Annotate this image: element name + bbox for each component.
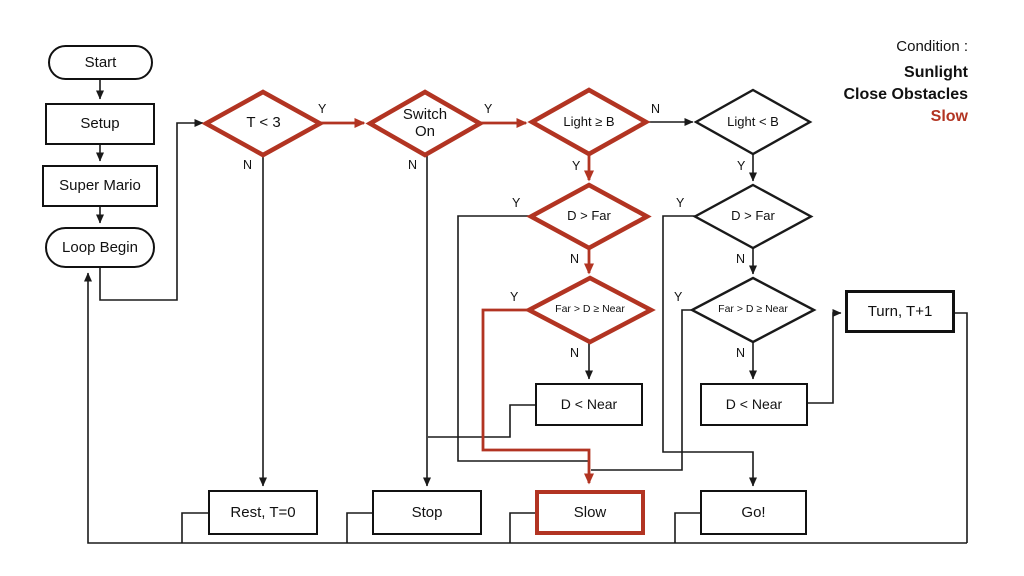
node-slow: Slow: [535, 490, 645, 535]
legend-item-slow: Slow: [930, 108, 968, 125]
node-stop: Stop: [372, 490, 482, 535]
label-switch-on: Switch On: [402, 106, 448, 140]
legend: Condition : Sunlight Close Obstacles Slo…: [844, 38, 969, 128]
node-super-mario: Super Mario: [42, 165, 158, 207]
legend-item-close-obstacles: Close Obstacles: [843, 86, 969, 103]
node-loop-begin: Loop Begin: [45, 227, 155, 268]
label-fardnearR-yes: Y: [674, 290, 683, 304]
edge-dfarR-yes-go: [662, 215, 757, 487]
legend-title: Condition :: [896, 38, 968, 55]
label-light-lt-b: Light < B: [727, 113, 779, 129]
label-t-less-3: T < 3: [246, 114, 281, 132]
label-fardnearL-no: N: [570, 346, 580, 360]
decision-far-d-near-right: [689, 276, 817, 344]
label-dfarR-yes: Y: [676, 196, 685, 210]
label-far-d-near-right: Far > D ≥ Near: [718, 303, 788, 316]
decision-d-gt-far-left: [526, 182, 652, 251]
label-far-d-near-left: Far > D ≥ Near: [555, 303, 625, 316]
label-lightgeb-yes: Y: [572, 159, 581, 173]
edge-turn-rail: [953, 312, 968, 543]
decision-light-lt-b: [693, 88, 813, 156]
label-dfarL-yes: Y: [512, 196, 521, 210]
decision-far-d-near-left: [524, 275, 656, 345]
decision-t-less-3: [201, 89, 325, 158]
edge-dnearM-stopline: [428, 404, 535, 438]
label-fardnearL-yes: Y: [510, 290, 519, 304]
label-d-gt-far-left: D > Far: [567, 208, 611, 224]
edge-dfarL-yes-slowjunction: [457, 215, 588, 462]
edge-dnearR-turn: [808, 309, 842, 404]
decision-switch-on: [365, 89, 485, 158]
edge-rest-rail: [181, 512, 208, 543]
label-dfarL-no: N: [570, 252, 580, 266]
label-switchon-yes: Y: [484, 102, 493, 116]
node-setup: Setup: [45, 103, 155, 145]
edge-slow-rail: [509, 512, 535, 543]
label-switchon-no: N: [408, 158, 418, 172]
edge-go-rail: [674, 512, 700, 543]
edge-fardnearL-yes-slow: [481, 308, 594, 485]
node-go: Go!: [700, 490, 807, 535]
node-d-lt-near-right: D < Near: [700, 383, 808, 426]
label-dfarR-no: N: [736, 252, 746, 266]
legend-item-sunlight: Sunlight: [904, 64, 968, 81]
label-d-gt-far-right: D > Far: [731, 208, 775, 224]
edge-loopbegin-t3: [99, 119, 204, 301]
label-light-ge-b: Light ≥ B: [563, 113, 615, 129]
decision-d-gt-far-right: [692, 183, 814, 250]
label-t3-no: N: [243, 158, 253, 172]
edge-stop-rail: [346, 512, 372, 543]
node-d-lt-near-middle: D < Near: [535, 383, 643, 426]
label-lightgeb-no: N: [651, 102, 661, 116]
edge-rail-loopbegin: [84, 272, 967, 544]
node-start: Start: [48, 45, 153, 80]
label-t3-yes: Y: [318, 102, 327, 116]
label-fardnearR-no: N: [736, 346, 746, 360]
node-rest: Rest, T=0: [208, 490, 318, 535]
decision-light-ge-b: [527, 87, 651, 157]
node-turn: Turn, T+1: [845, 290, 955, 333]
label-lightltb-yes: Y: [737, 159, 746, 173]
edge-fardnearR-yes-slowjunction: [591, 309, 692, 471]
